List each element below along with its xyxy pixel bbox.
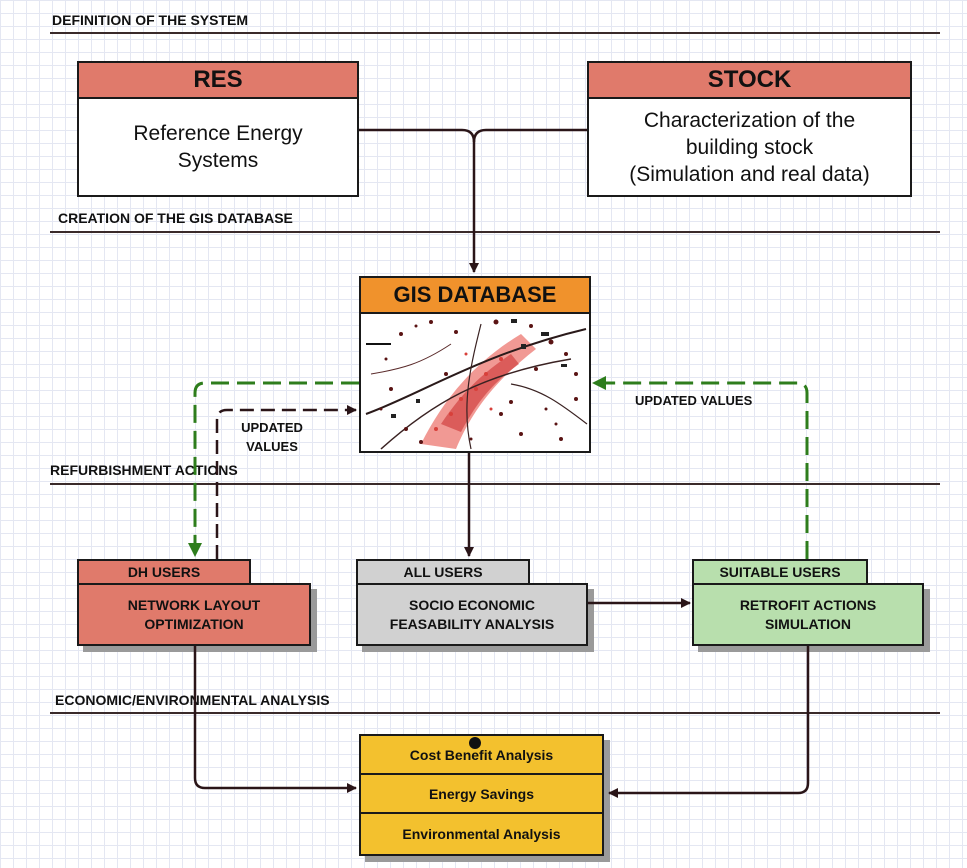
energy-savings: Energy Savings xyxy=(361,775,602,814)
res-description: Reference Energy Systems xyxy=(79,99,357,195)
section-label-creation: CREATION OF THE GIS DATABASE xyxy=(58,210,293,226)
dh-users-tab: DH USERS xyxy=(77,559,251,583)
network-layout-line-1: NETWORK LAYOUT xyxy=(127,596,261,613)
retrofit-to-results-arrow xyxy=(608,646,810,798)
section-divider-analysis xyxy=(50,712,940,714)
stock-description-line-1: Characterization of the xyxy=(643,108,856,132)
updated-values-label-left-line-2: VALUES xyxy=(246,439,298,454)
section-divider-definition xyxy=(50,32,940,34)
stock-connector xyxy=(472,128,587,143)
section-divider-creation xyxy=(50,231,940,233)
res-description-line-1: Reference Energy xyxy=(133,122,303,145)
stock-box: STOCK Characterization of the building s… xyxy=(587,61,912,197)
gis-database-title: GIS DATABASE xyxy=(361,278,589,314)
res-description-line-2: Systems xyxy=(177,149,259,172)
network-layout-line-2: OPTIMIZATION xyxy=(144,615,244,632)
analysis-results-box: Cost Benefit Analysis Energy Savings Env… xyxy=(359,734,604,856)
suitable-users-tab: SUITABLE USERS xyxy=(692,559,868,583)
cost-benefit-analysis: Cost Benefit Analysis xyxy=(361,736,602,775)
stock-description: Characterization of the building stock (… xyxy=(589,99,910,195)
stock-title: STOCK xyxy=(589,63,910,99)
section-label-definition: DEFINITION OF THE SYSTEM xyxy=(52,12,249,28)
res-box: RES Reference Energy Systems xyxy=(77,61,359,197)
section-label-refurbishment: REFURBISHMENT ACTIONS xyxy=(50,462,238,478)
socio-economic-line-1: SOCIO ECONOMIC xyxy=(408,596,535,613)
retrofit-actions-line-2: SIMULATION xyxy=(764,615,852,632)
res-title: RES xyxy=(79,63,357,99)
updated-values-label-right: UPDATED VALUES xyxy=(635,393,753,408)
retrofit-actions-line-1: RETROFIT ACTIONS xyxy=(739,596,877,613)
dh-to-results-arrow xyxy=(193,646,357,793)
retrofit-actions-simulation-box: RETROFIT ACTIONS SIMULATION xyxy=(692,583,924,646)
network-layout-optimization-box: NETWORK LAYOUT OPTIMIZATION xyxy=(77,583,311,646)
section-divider-refurbishment xyxy=(50,483,940,485)
section-label-analysis: ECONOMIC/ENVIRONMENTAL ANALYSIS xyxy=(55,692,330,708)
updated-values-label-left-line-1: UPDATED xyxy=(241,420,303,435)
stock-description-line-2: building stock xyxy=(685,135,814,159)
socio-economic-line-2: FEASABILITY ANALYSIS xyxy=(389,615,555,632)
gis-map-image xyxy=(361,314,589,451)
environmental-analysis: Environmental Analysis xyxy=(402,826,561,842)
updated-values-label-left: UPDATED VALUES xyxy=(228,418,316,456)
gis-database-box: GIS DATABASE xyxy=(359,276,591,453)
stock-description-line-3: (Simulation and real data) xyxy=(629,162,870,186)
socio-economic-feasability-box: SOCIO ECONOMIC FEASABILITY ANALYSIS xyxy=(356,583,588,646)
merge-connector xyxy=(359,128,479,273)
all-users-tab: ALL USERS xyxy=(356,559,530,583)
